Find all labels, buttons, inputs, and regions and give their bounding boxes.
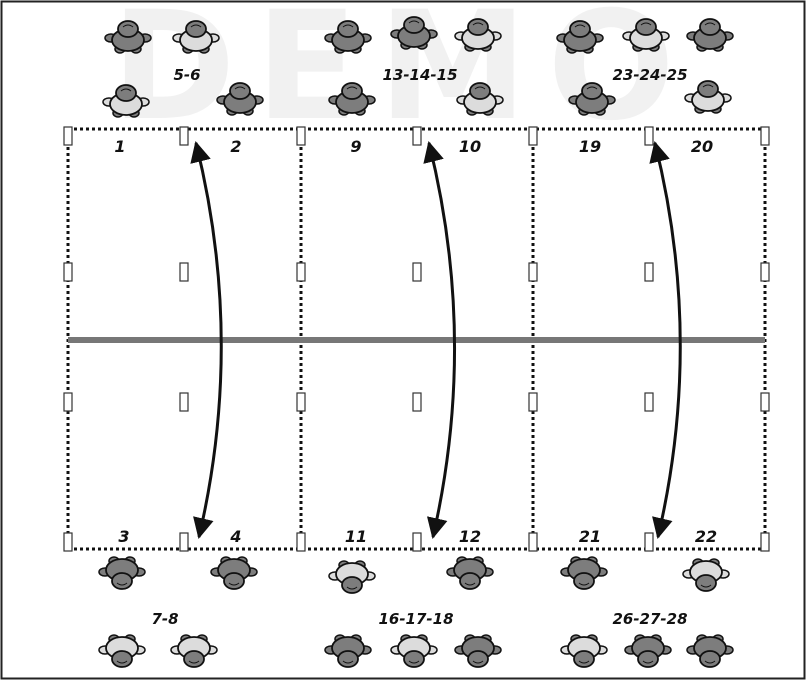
cone-icon: [412, 262, 422, 282]
group-label: 5-6: [173, 66, 200, 84]
player-figure-icon: [686, 18, 734, 52]
station-label: 9: [350, 137, 361, 156]
player-figure-icon: [102, 84, 150, 118]
station-label: 12: [459, 527, 481, 546]
cone-icon: [760, 126, 770, 146]
player-figure-icon: [686, 634, 734, 668]
arrows-group: [190, 140, 682, 540]
station-label: 20: [691, 137, 713, 156]
cone-icon: [760, 262, 770, 282]
player-figure-icon: [98, 634, 146, 668]
cone-icon: [179, 392, 189, 412]
player-figure-icon: [560, 634, 608, 668]
player-figure-icon: [446, 556, 494, 590]
player-figure-icon: [622, 18, 670, 52]
player-figure-icon: [170, 634, 218, 668]
cone-icon: [644, 126, 654, 146]
cone-icon: [412, 392, 422, 412]
station-label: 2: [230, 137, 241, 156]
double-arrow-icon: [423, 140, 457, 540]
group-label: 23-24-25: [612, 66, 687, 84]
player-figure-icon: [98, 556, 146, 590]
cone-icon: [528, 126, 538, 146]
cone-icon: [760, 532, 770, 552]
player-figure-icon: [682, 558, 730, 592]
cone-icon: [63, 392, 73, 412]
player-figure-icon: [456, 82, 504, 116]
station-label: 1: [114, 137, 125, 156]
station-labels: 1 2 9 10 19 20 3 4 11 12 21 22: [114, 137, 717, 546]
cone-icon: [63, 126, 73, 146]
cone-icon: [528, 532, 538, 552]
player-figure-icon: [172, 20, 220, 54]
cone-icon: [644, 532, 654, 552]
player-figure-icon: [454, 18, 502, 52]
station-label: 21: [579, 527, 601, 546]
cone-icon: [412, 532, 422, 552]
cone-icon: [296, 392, 306, 412]
player-figure-icon: [454, 634, 502, 668]
cone-icon: [296, 126, 306, 146]
cone-icon: [644, 262, 654, 282]
station-label: 11: [345, 527, 367, 546]
cone-icon: [528, 392, 538, 412]
cone-icon: [179, 262, 189, 282]
player-figure-icon: [328, 82, 376, 116]
group-label: 13-14-15: [382, 66, 457, 84]
station-label: 22: [695, 527, 717, 546]
player-figure-icon: [390, 16, 438, 50]
player-figure-icon: [104, 20, 152, 54]
group-label: 7-8: [151, 610, 178, 628]
player-figure-icon: [324, 20, 372, 54]
cones-group: [63, 126, 770, 552]
station-label: 19: [579, 137, 601, 156]
player-figure-icon: [684, 80, 732, 114]
cone-icon: [528, 262, 538, 282]
player-figure-icon: [568, 82, 616, 116]
double-arrow-icon: [649, 140, 682, 540]
player-figure-icon: [390, 634, 438, 668]
double-arrow-icon: [190, 140, 223, 540]
players-group: [98, 16, 734, 668]
cone-icon: [63, 262, 73, 282]
group-labels: 5-6 13-14-15 23-24-25 7-8 16-17-18 26-27…: [151, 66, 687, 628]
cone-icon: [412, 126, 422, 146]
player-figure-icon: [560, 556, 608, 590]
player-figure-icon: [216, 82, 264, 116]
station-label: 3: [118, 527, 129, 546]
group-label: 16-17-18: [378, 610, 453, 628]
cone-icon: [644, 392, 654, 412]
player-figure-icon: [624, 634, 672, 668]
group-label: 26-27-28: [612, 610, 687, 628]
player-figure-icon: [210, 556, 258, 590]
cone-icon: [63, 532, 73, 552]
station-label: 10: [459, 137, 481, 156]
cone-icon: [296, 262, 306, 282]
cone-icon: [179, 126, 189, 146]
cone-icon: [760, 392, 770, 412]
cone-icon: [296, 532, 306, 552]
player-figure-icon: [556, 20, 604, 54]
cone-icon: [179, 532, 189, 552]
station-label: 4: [229, 527, 241, 546]
player-figure-icon: [324, 634, 372, 668]
player-figure-icon: [328, 560, 376, 594]
